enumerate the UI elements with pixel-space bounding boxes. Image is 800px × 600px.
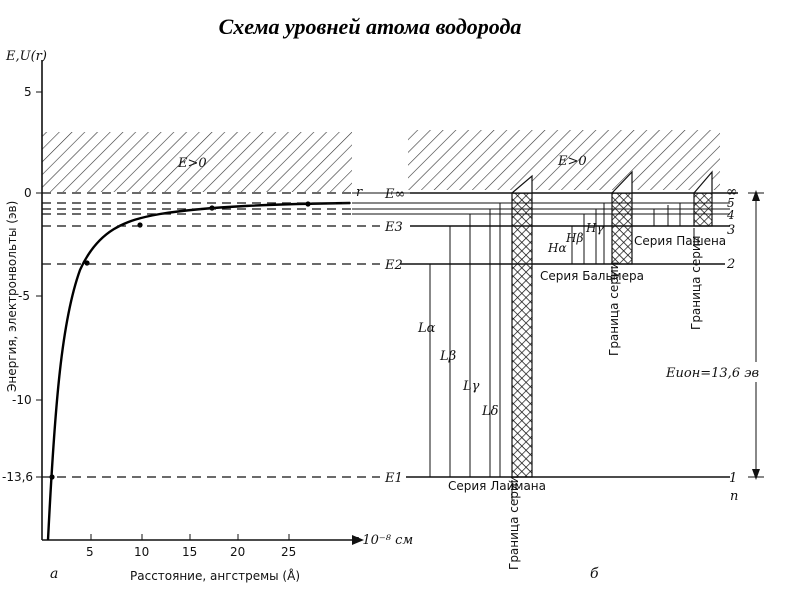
orbit-point <box>49 474 55 480</box>
lyman-line-label: Lβ <box>439 349 456 364</box>
page-title: Схема уровней атома водорода <box>218 14 522 39</box>
arrow-down-icon <box>752 469 760 480</box>
left-region-label: E>0 <box>177 156 207 171</box>
paschen-series-label: Серия Пашена <box>634 234 726 248</box>
lyman-line-label: Lγ <box>462 379 480 394</box>
x-tick-label: 15 <box>182 545 197 559</box>
left-panel: E>0 5 0 -5 -10 -13,6 E,U(r) Энергия, эле… <box>2 49 413 583</box>
balmer-continuum-band <box>611 192 633 265</box>
x-ticks <box>90 534 290 540</box>
balmer-line-label: Hα <box>547 241 567 255</box>
right-panel: E>0 Lα Lβ Lγ Lδ Hα Hβ Hγ <box>408 130 774 582</box>
level-number: 3 <box>727 223 735 238</box>
lyman-series-limit-label: Граница серии <box>507 476 521 570</box>
paschen-transitions <box>653 203 681 226</box>
balmer-line-label: Hβ <box>565 231 583 245</box>
orbit-point <box>137 222 143 228</box>
lyman-line-label: Lδ <box>481 404 499 419</box>
orbit-point <box>305 201 311 207</box>
y-tick-label: 0 <box>24 186 32 200</box>
y-ticks <box>36 91 42 478</box>
level-number: 2 <box>726 257 735 272</box>
y-tick-label: -10 <box>12 393 32 407</box>
level-label-e3: E3 <box>384 220 403 235</box>
lyman-transitions <box>429 203 501 477</box>
y-axis-title: Энергия, электронвольты (эв) <box>5 201 19 392</box>
left-positive-energy-region <box>42 132 352 192</box>
lyman-series-label: Серия Лаймана <box>448 479 546 493</box>
y-tick-label: 5 <box>24 85 32 99</box>
n-label: n <box>730 489 738 504</box>
left-panel-label: а <box>50 566 58 582</box>
balmer-series-label: Серия Бальмера <box>540 269 644 283</box>
level-label-e-infinity: E∞ <box>384 187 405 202</box>
lyman-line-label: Lα <box>417 321 436 336</box>
ionization-energy-label: Eион=13,6 эв <box>665 366 759 381</box>
level-label-e1: E1 <box>384 471 403 486</box>
y-axis-label: E,U(r) <box>5 49 47 64</box>
potential-curve <box>46 201 351 541</box>
paschen-continuum-band <box>693 192 713 227</box>
paschen-limit-triangle <box>692 170 713 194</box>
right-panel-label: б <box>590 566 599 582</box>
level-number: ∞ <box>726 184 738 200</box>
balmer-series-limit-label: Граница серии <box>607 262 621 356</box>
x-tick-label: 10 <box>134 545 149 559</box>
right-positive-energy-region <box>408 130 720 190</box>
orbit-point <box>84 260 90 266</box>
x-tick-label: 20 <box>230 545 245 559</box>
level-number: 5 <box>727 196 735 210</box>
level-label-e2: E2 <box>384 258 403 273</box>
y-tick-label: -5 <box>18 289 30 303</box>
arrow-up-icon <box>752 190 760 201</box>
right-region-label: E>0 <box>557 154 587 169</box>
lyman-limit-triangle <box>510 174 533 194</box>
x-axis-arrow-icon <box>352 535 364 545</box>
x-axis-label: r·10⁻⁸ см <box>352 533 413 548</box>
orbit-point <box>209 205 215 211</box>
x-axis-title: Расстояние, ангстремы (Å) <box>130 568 300 583</box>
balmer-line-label: Hγ <box>585 221 604 235</box>
level-number: 4 <box>726 208 735 222</box>
x-tick-label: 5 <box>86 545 94 559</box>
paschen-series-limit-label: Граница серии <box>689 236 703 330</box>
lyman-continuum-band <box>511 192 533 478</box>
y-tick-label: -13,6 <box>2 470 33 484</box>
x-tick-label: 25 <box>281 545 296 559</box>
energy-levels <box>42 192 738 478</box>
balmer-transitions <box>571 203 605 264</box>
balmer-limit-triangle <box>610 170 633 194</box>
level-number: 1 <box>729 471 737 486</box>
